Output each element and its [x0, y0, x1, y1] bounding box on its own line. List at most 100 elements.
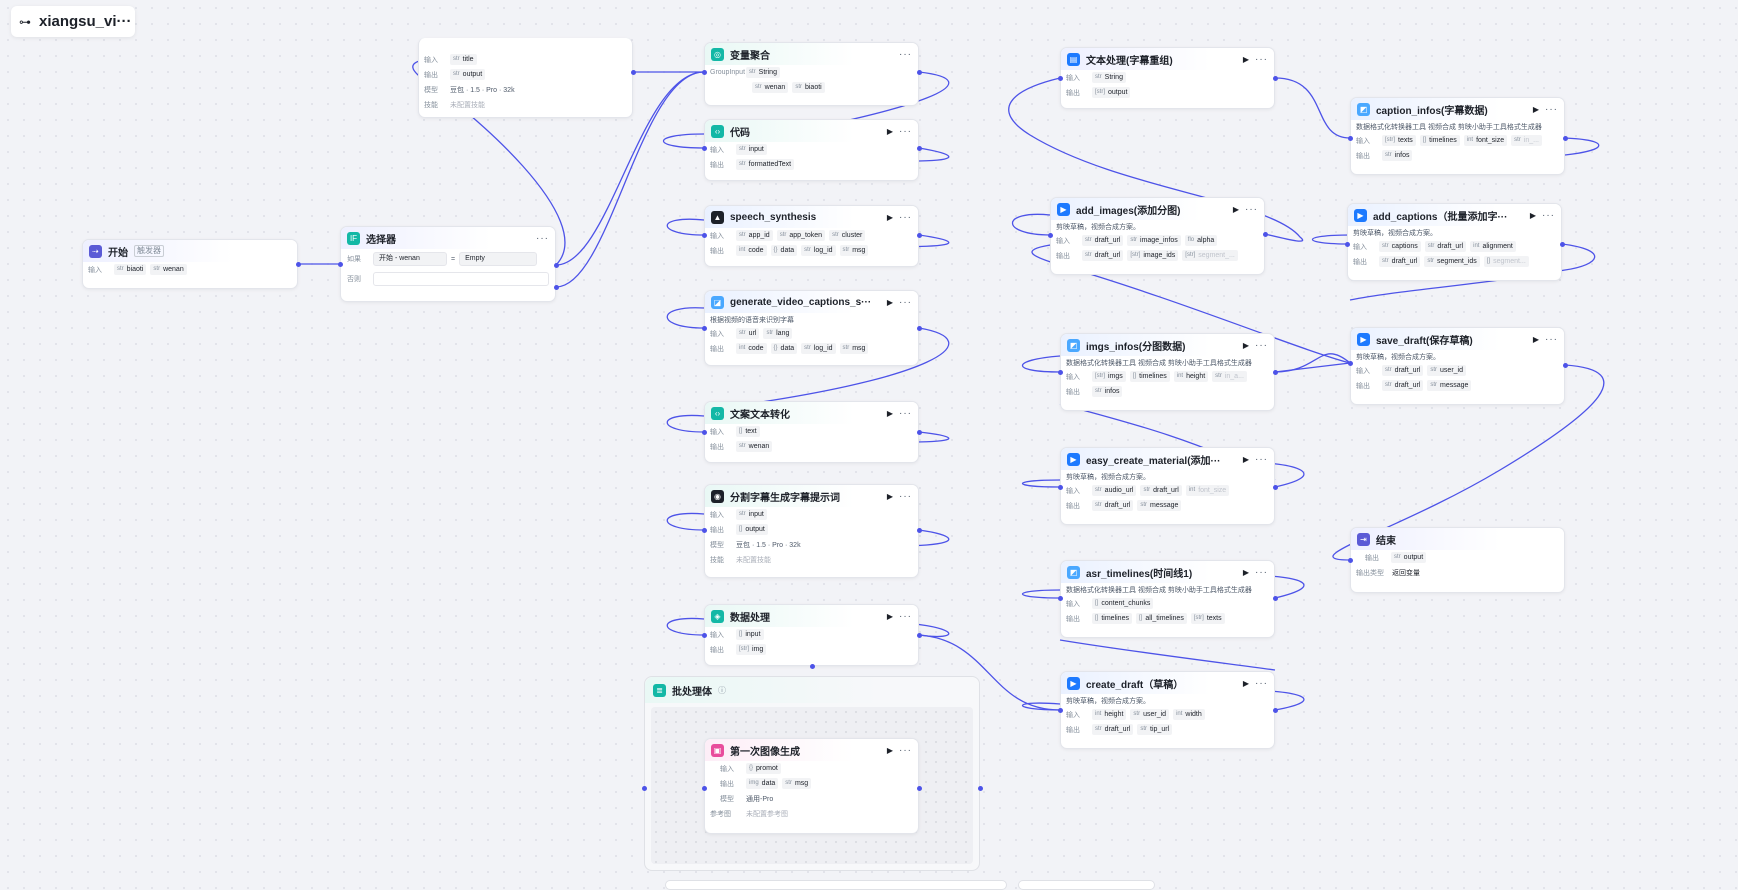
- connection-port[interactable]: [701, 632, 707, 638]
- more-icon[interactable]: ···: [899, 296, 912, 308]
- connection-port[interactable]: [701, 325, 707, 331]
- connection-port[interactable]: [1272, 75, 1278, 81]
- node-partial-bottom[interactable]: [665, 880, 1007, 890]
- connection-edge[interactable]: [1022, 355, 1061, 373]
- connection-edge[interactable]: [1274, 77, 1351, 139]
- node-selector[interactable]: IF 选择器 ··· 如果 开始 - wenan = Empty 否则: [340, 226, 556, 302]
- connection-port[interactable]: [916, 527, 922, 533]
- connection-edge[interactable]: [662, 133, 705, 149]
- connection-port[interactable]: [1272, 707, 1278, 713]
- node-add-images[interactable]: ▶ add_images(添加分图) ▶ ··· 剪映草稿，视频合成方案。 输入…: [1050, 197, 1265, 275]
- run-icon[interactable]: ▶: [886, 611, 893, 621]
- run-icon[interactable]: ▶: [1242, 340, 1249, 350]
- connection-port[interactable]: [701, 527, 707, 533]
- more-icon[interactable]: ···: [1255, 339, 1268, 351]
- connection-port[interactable]: [1057, 595, 1063, 601]
- node-save-draft[interactable]: ▶ save_draft(保存草稿) ▶ ··· 剪映草稿，视频合成方案。 输入…: [1350, 327, 1565, 405]
- run-icon[interactable]: ▶: [1242, 454, 1249, 464]
- connection-port[interactable]: [809, 663, 815, 669]
- else-branch-field[interactable]: [373, 272, 549, 286]
- connection-port[interactable]: [1347, 135, 1353, 141]
- connection-port[interactable]: [701, 785, 707, 791]
- more-icon[interactable]: ···: [899, 211, 912, 223]
- connection-port[interactable]: [1562, 135, 1568, 141]
- connection-port[interactable]: [1347, 360, 1353, 366]
- connection-port[interactable]: [1057, 484, 1063, 490]
- connection-port[interactable]: [295, 261, 301, 267]
- node-generate-video-captions[interactable]: ◪ generate_video_captions_s··· ▶ ··· 根据视…: [704, 290, 919, 366]
- run-icon[interactable]: ▶: [1529, 210, 1536, 220]
- connection-port[interactable]: [701, 145, 707, 151]
- node-add-captions[interactable]: ▶ add_captions（批量添加字··· ▶ ··· 剪映草稿，视频合成方…: [1347, 203, 1562, 281]
- connection-edge[interactable]: [1564, 137, 1600, 156]
- condition-left[interactable]: 开始 - wenan: [373, 252, 447, 266]
- run-icon[interactable]: ▶: [886, 126, 893, 136]
- run-icon[interactable]: ▶: [886, 491, 893, 501]
- more-icon[interactable]: ···: [899, 48, 912, 60]
- connection-port[interactable]: [1057, 369, 1063, 375]
- run-icon[interactable]: ▶: [1242, 567, 1249, 577]
- connection-port[interactable]: [1347, 557, 1353, 563]
- connection-port[interactable]: [916, 145, 922, 151]
- connection-edge[interactable]: [1274, 362, 1351, 373]
- run-icon[interactable]: ▶: [886, 212, 893, 222]
- more-icon[interactable]: ···: [1255, 53, 1268, 65]
- connection-edge[interactable]: [1022, 589, 1061, 599]
- condition-right[interactable]: Empty: [459, 252, 538, 266]
- connection-port[interactable]: [977, 785, 983, 791]
- connection-port[interactable]: [1262, 231, 1268, 237]
- more-icon[interactable]: ···: [536, 232, 549, 244]
- connection-edge[interactable]: [1059, 639, 1276, 671]
- connection-port[interactable]: [553, 284, 559, 290]
- connection-port[interactable]: [1272, 369, 1278, 375]
- connection-edge[interactable]: [1274, 353, 1351, 373]
- connection-port[interactable]: [916, 785, 922, 791]
- connection-port[interactable]: [1272, 484, 1278, 490]
- node-easy-create-material[interactable]: ▶ easy_create_material(添加··· ▶ ··· 剪映草稿，…: [1060, 447, 1275, 525]
- connection-port[interactable]: [1272, 595, 1278, 601]
- more-icon[interactable]: ···: [899, 490, 912, 502]
- node-caption-infos[interactable]: ◩ caption_infos(字幕数据) ▶ ··· 数据格式化转换器工具 视…: [1350, 97, 1565, 175]
- run-icon[interactable]: ▶: [886, 745, 893, 755]
- more-icon[interactable]: ···: [899, 744, 912, 756]
- connection-port[interactable]: [1344, 241, 1350, 247]
- connection-port[interactable]: [1562, 362, 1568, 368]
- run-icon[interactable]: ▶: [886, 408, 893, 418]
- connection-edge[interactable]: [666, 617, 705, 636]
- more-icon[interactable]: ···: [899, 610, 912, 622]
- condition-operator[interactable]: =: [451, 255, 456, 263]
- connection-port[interactable]: [701, 429, 707, 435]
- more-icon[interactable]: ···: [1255, 677, 1268, 689]
- node-asr-timelines[interactable]: ◩ asr_timelines(时间线1) ▶ ··· 数据格式化转换器工具 视…: [1060, 560, 1275, 638]
- connection-port[interactable]: [1559, 241, 1565, 247]
- connection-port[interactable]: [916, 429, 922, 435]
- more-icon[interactable]: ···: [1545, 103, 1558, 115]
- node-partial-bottom[interactable]: [1018, 880, 1155, 890]
- node-create-draft[interactable]: ▶ create_draft（草稿） ▶ ··· 剪映草稿，视频合成方案。 输入…: [1060, 671, 1275, 749]
- connection-port[interactable]: [916, 69, 922, 75]
- connection-edge[interactable]: [1011, 213, 1051, 236]
- more-icon[interactable]: ···: [1545, 333, 1558, 345]
- connection-port[interactable]: [916, 232, 922, 238]
- connection-edge[interactable]: [666, 512, 705, 531]
- connection-port[interactable]: [916, 325, 922, 331]
- connection-port[interactable]: [641, 785, 647, 791]
- connection-edge[interactable]: [666, 307, 705, 329]
- connection-port[interactable]: [916, 632, 922, 638]
- connection-port[interactable]: [1057, 75, 1063, 81]
- connection-edge[interactable]: [1022, 479, 1061, 488]
- run-icon[interactable]: ▶: [1532, 334, 1539, 344]
- output-type-value[interactable]: 返回变量: [1392, 569, 1420, 577]
- more-icon[interactable]: ···: [1255, 566, 1268, 578]
- more-icon[interactable]: ···: [1245, 203, 1258, 215]
- node-data-proc[interactable]: ◈ 数据处理 ▶ ··· 输入 []input 输出 [str]img: [704, 604, 919, 666]
